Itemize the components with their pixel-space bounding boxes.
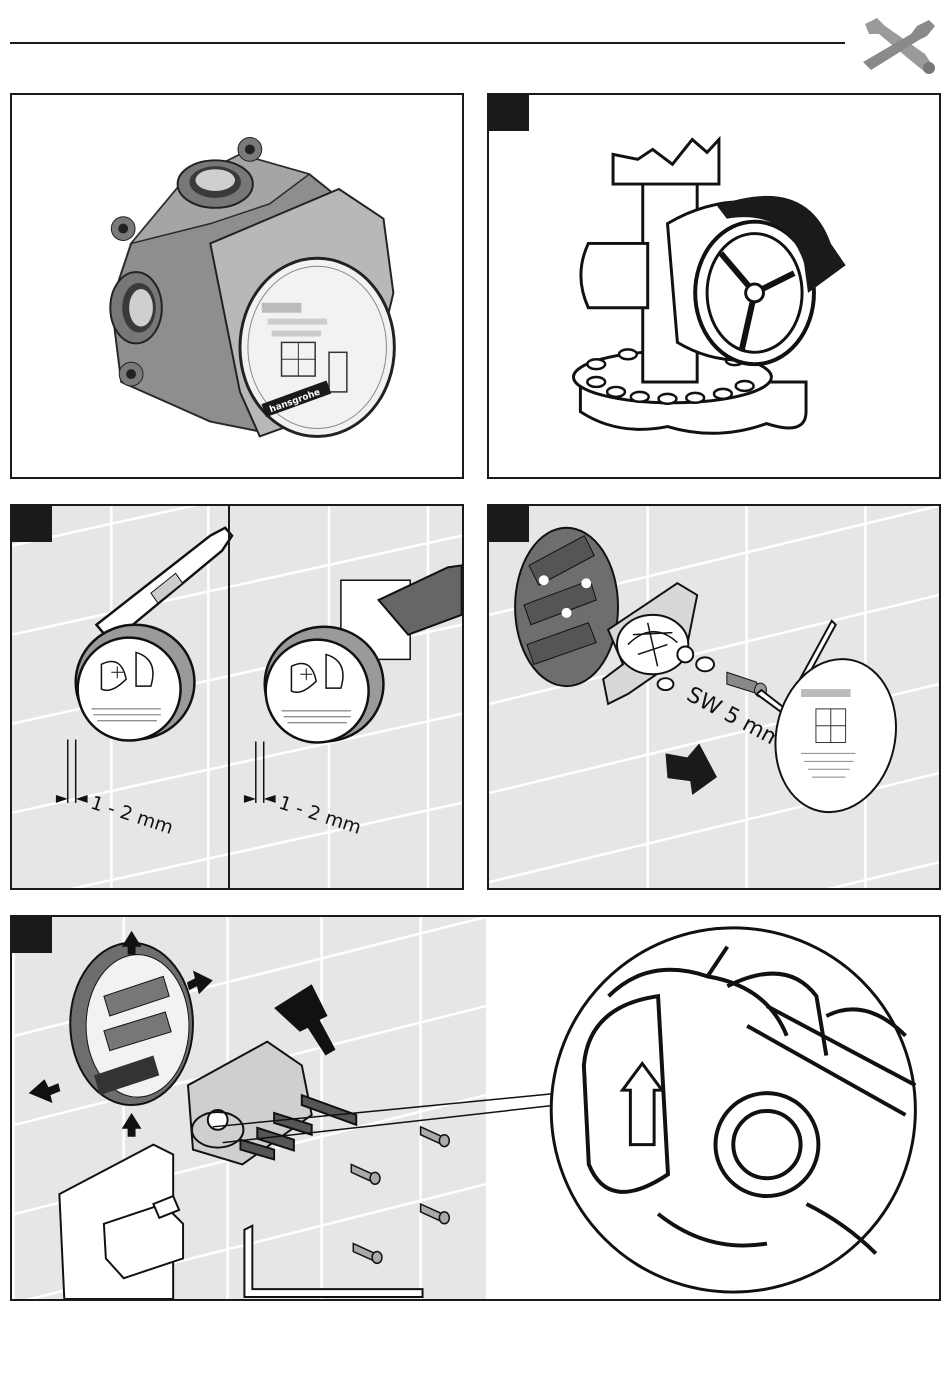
rough-in-box-illustration: hansgrohe — [12, 95, 462, 477]
direction-arrow-icon — [666, 744, 717, 795]
panel-installation-depth: 1 - 2 mm 1 - 2 mm — [10, 504, 464, 890]
dimension-label-right: 1 - 2 mm — [276, 793, 364, 839]
trim-installation-illustration — [12, 917, 939, 1299]
panel-mount-base-plate: SW 5 mm — [487, 504, 941, 890]
base-plate-illustration: SW 5 mm — [489, 506, 939, 888]
header-rule — [10, 42, 845, 44]
panel-shut-off-water — [487, 93, 941, 479]
panel-rough-in-box: hansgrohe — [10, 93, 464, 479]
wrench-screwdriver-icon — [855, 10, 941, 80]
step-badge — [12, 506, 52, 542]
dimension-label-left: 1 - 2 mm — [88, 793, 176, 839]
sub-panel-divider — [228, 506, 230, 888]
panel-install-trim — [10, 915, 941, 1301]
installation-depth-illustration: 1 - 2 mm 1 - 2 mm — [12, 506, 462, 888]
valve-illustration — [489, 95, 939, 477]
step-badge — [489, 506, 529, 542]
step-badge — [12, 917, 52, 953]
step-badge — [489, 95, 529, 131]
